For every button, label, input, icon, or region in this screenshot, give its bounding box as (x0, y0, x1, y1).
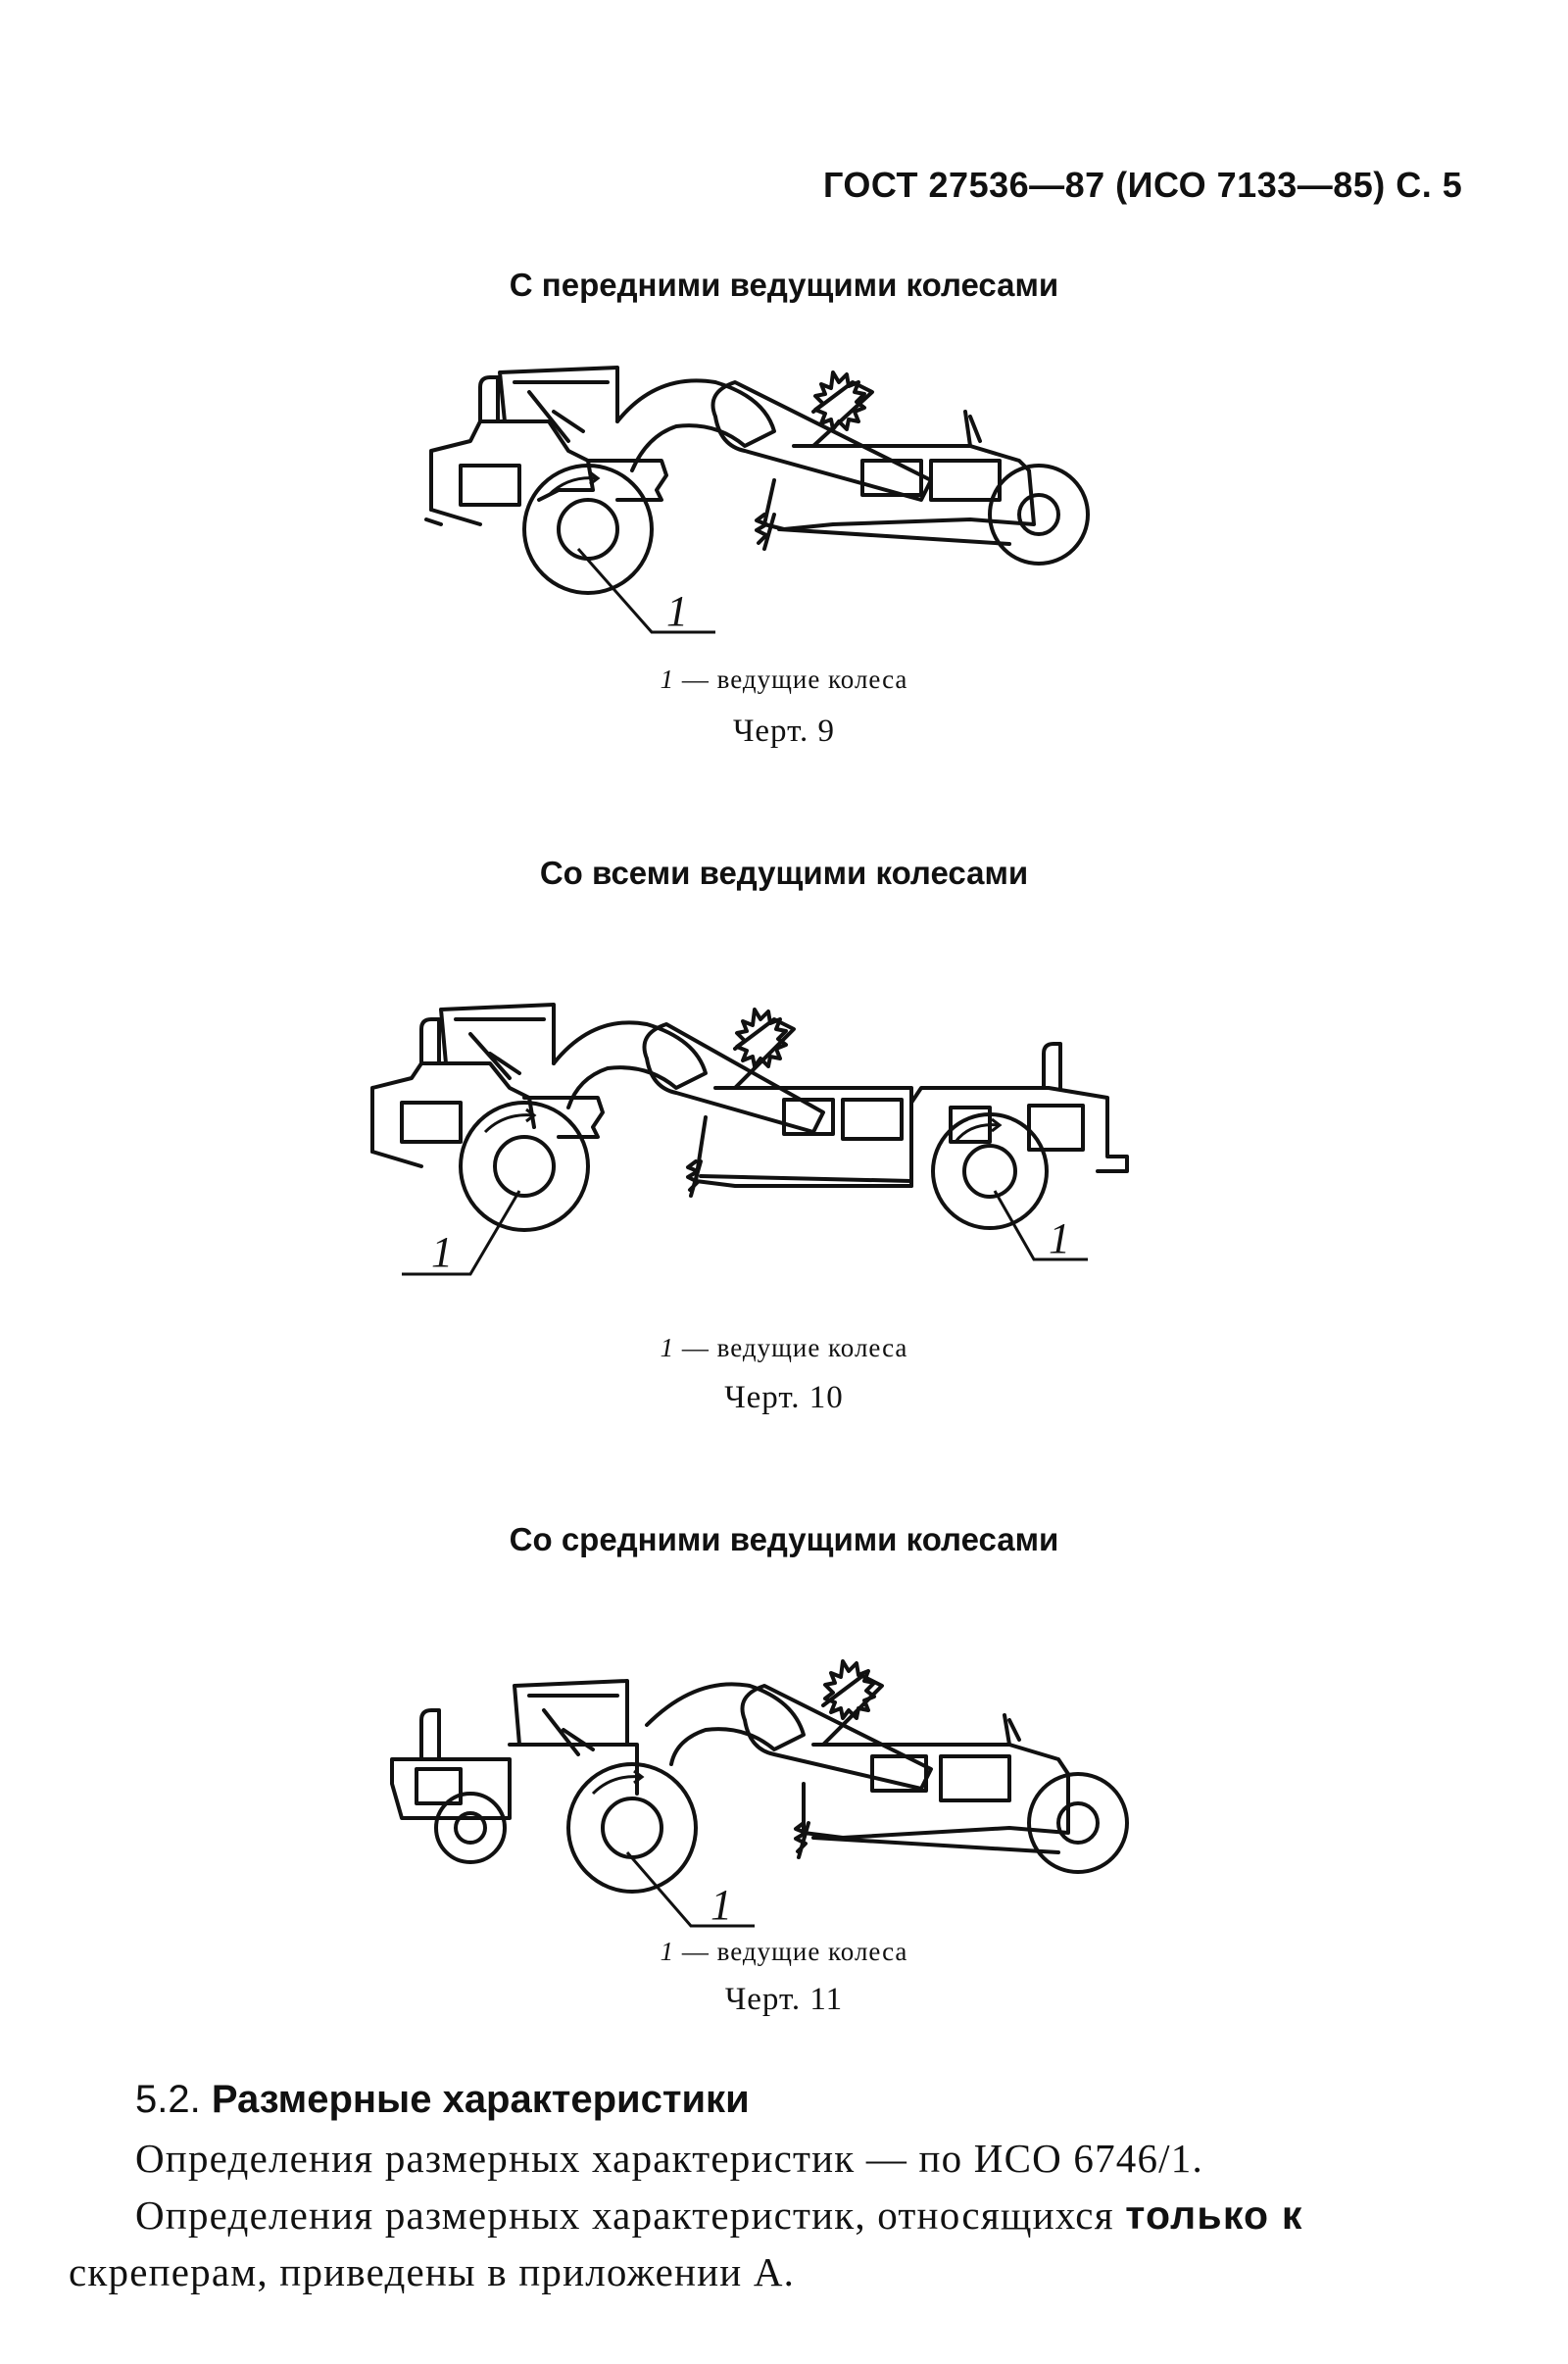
figure-11-legend: 1 — ведущие колеса (660, 1937, 908, 1966)
figure-10-title: Со всеми ведущими колесами (539, 855, 1029, 891)
figure-10-callout-1b: 1 (1049, 1214, 1070, 1262)
section-5-2-number: 5.2. (135, 2078, 201, 2121)
figure-10-callout-1a: 1 (431, 1228, 453, 1276)
figure-10-label: Черт. 10 (724, 1380, 844, 1415)
figure-9-title: С передними ведущими колесами (509, 267, 1059, 303)
section-5-2-para1: Определения размерных характеристик — по… (135, 2136, 1203, 2181)
figure-10-legend: 1 — ведущие колеса (660, 1333, 908, 1362)
figure-11-label: Черт. 11 (724, 1982, 844, 2017)
figure-9-label: Черт. 9 (732, 714, 836, 749)
figure-11-title: Со средними ведущими колесами (509, 1521, 1059, 1557)
section-5-2-para2-line1: Определения размерных характеристик, отн… (135, 2192, 1303, 2238)
figure-11-callout-1: 1 (710, 1881, 732, 1929)
section-5-2-heading: 5.2. Размерные характеристики (135, 2078, 750, 2122)
figure-9-drawing: 1 (421, 353, 1127, 647)
figure-9-callout-1: 1 (666, 587, 688, 635)
section-5-2-para2-line2: скреперам, приведены в приложении А. (69, 2249, 796, 2294)
page-header: ГОСТ 27536—87 (ИСО 7133—85) С. 5 (823, 165, 1463, 205)
figure-10-drawing: 1 1 (363, 990, 1166, 1284)
figure-11-drawing: 1 (382, 1647, 1186, 1941)
section-5-2-title: Размерные характеристики (211, 2078, 750, 2121)
figure-9-legend: 1 — ведущие колеса (660, 665, 908, 694)
